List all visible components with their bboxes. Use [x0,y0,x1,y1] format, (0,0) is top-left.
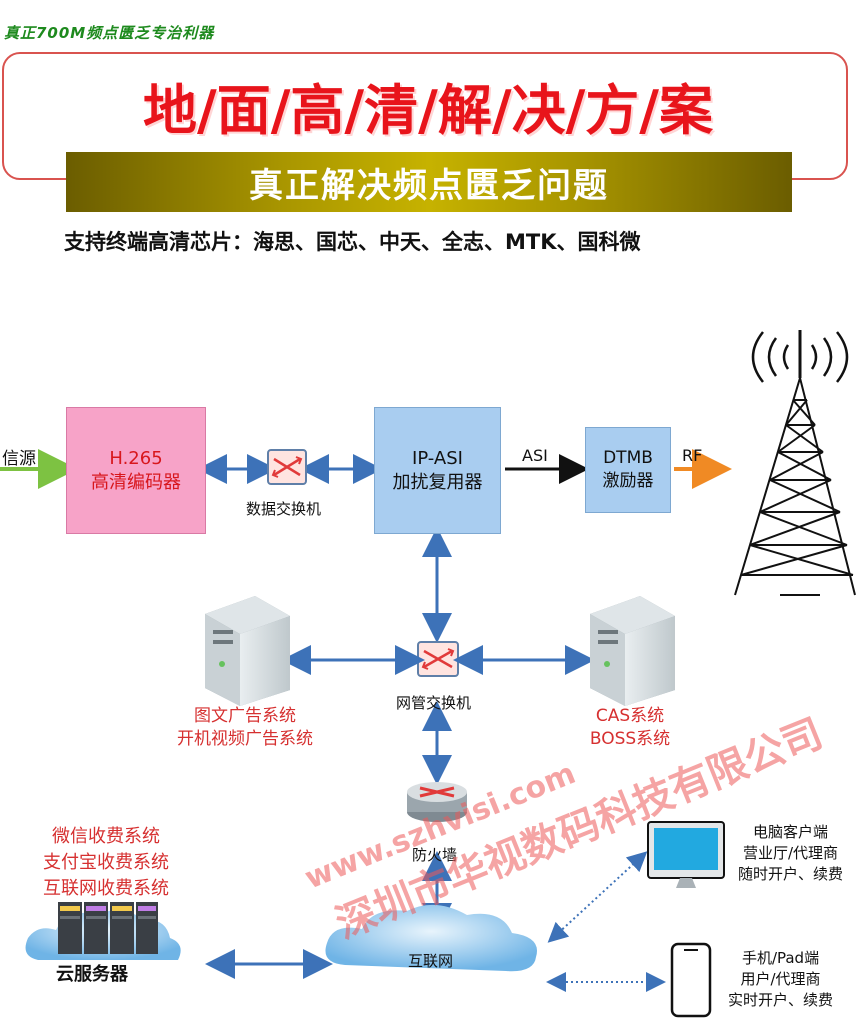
internet-cloud-icon [325,904,537,972]
banner: 真正解决频点匮乏问题 [66,152,792,212]
mobile-phone-icon [670,942,712,1018]
mobile-client-line1: 手机/Pad端 [741,949,820,967]
internet-label: 互联网 [408,952,454,970]
exciter-line1: DTMB [603,448,653,468]
muxer-line1: IP-ASI [412,447,463,469]
top-slogan: 真正700M频点匮乏专治利器 [4,24,215,42]
muxer-line2: 加扰复用器 [392,471,483,493]
firewall-icon [407,782,467,822]
payment-line1: 微信收费系统 [52,826,160,847]
pc-monitor-icon [647,821,725,888]
mobile-client-line2: 用户/代理商 [740,970,821,988]
mobile-client-line3: 实时开户、续费 [728,991,834,1009]
ip-asi-muxer-box: IP-ASI 加扰复用器 [374,407,501,534]
dtmb-exciter-box: DTMB 激励器 [585,427,671,513]
tower-icon [734,330,856,596]
cas-server-icon [590,596,675,706]
pc-client-label: 电脑客户端 营业厅/代理商 随时开户、续费 [738,822,843,885]
mgmt-switch-label: 网管交换机 [396,694,472,712]
ad-server-icon [205,596,290,706]
pc-client-line1: 电脑客户端 [753,823,829,841]
payment-systems-label: 微信收费系统 支付宝收费系统 互联网收费系统 [26,824,186,902]
pc-client-line3: 随时开户、续费 [738,865,844,883]
hd-encoder-box: H.265 高清编码器 [66,407,206,534]
cloud-server-icon [25,902,181,960]
cas-system-line2: BOSS系统 [589,729,671,749]
data-switch-label: 数据交换机 [246,500,322,518]
arrow-internet-pc [547,851,648,943]
ad-system-line1: 图文广告系统 [194,706,296,726]
cas-system-line1: CAS系统 [595,706,665,726]
supported-chips-line: 支持终端高清芯片：海思、国芯、中天、全志、MTK、国科微 [64,230,641,254]
banner-text: 真正解决频点匮乏问题 [249,165,609,206]
encoder-line1: H.265 [109,447,163,469]
ad-system-line2: 开机视频广告系统 [177,729,313,749]
pc-client-line2: 营业厅/代理商 [742,844,839,862]
mobile-client-label: 手机/Pad端 用户/代理商 实时开户、续费 [728,948,833,1011]
asi-label: ASI [522,446,548,465]
encoder-line2: 高清编码器 [91,471,181,493]
mgmt-switch-icon [417,641,459,677]
main-title: 地/面/高/清/解/决/方/案 [142,79,714,142]
ad-system-label: 图文广告系统 开机视频广告系统 [160,705,330,751]
source-label: 信源 [2,449,36,469]
payment-line2: 支付宝收费系统 [43,852,169,873]
cloud-server-label: 云服务器 [56,964,128,985]
firewall-label: 防火墙 [412,846,458,864]
cas-system-label: CAS系统 BOSS系统 [580,705,680,751]
rf-label: RF [682,446,703,465]
payment-line3: 互联网收费系统 [43,878,169,899]
exciter-line2: 激励器 [602,471,654,491]
data-switch-icon [267,449,307,485]
